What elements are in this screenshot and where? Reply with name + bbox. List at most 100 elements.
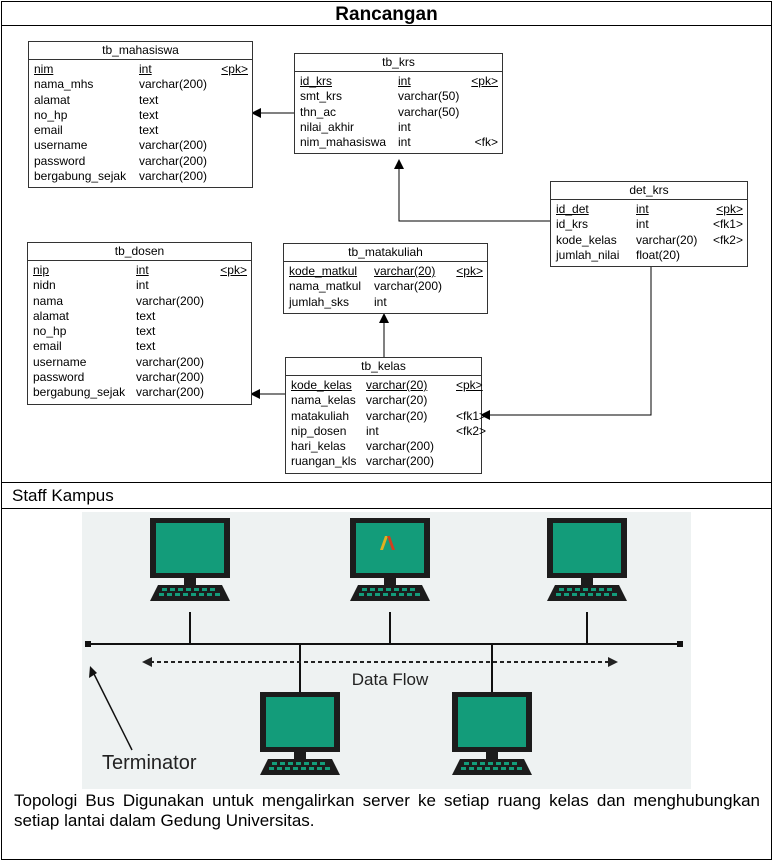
column-name: ruangan_kls: [291, 454, 357, 469]
column-type: text: [139, 92, 159, 107]
column-key: [456, 454, 477, 469]
table-header: tb_krs: [295, 54, 502, 72]
column-key: <pk>: [471, 74, 498, 88]
column-type: text: [136, 339, 156, 354]
column-type: text: [136, 308, 156, 323]
relation-detkrs-kelas: [480, 266, 652, 420]
column-name: no_hp: [33, 324, 67, 339]
column-name: smt_krs: [300, 89, 342, 104]
column-name: id_krs: [300, 74, 333, 88]
column-type: int: [374, 294, 387, 309]
section-title: Rancangan: [335, 4, 438, 25]
column-key: <fk1>: [712, 217, 743, 232]
column-name: kode_matkul: [289, 264, 358, 278]
column-type: varchar(200): [136, 354, 205, 369]
column-type: varchar(200): [366, 439, 435, 454]
column-name: bergabung_sejak: [33, 385, 126, 400]
column-type: varchar(200): [139, 77, 208, 92]
column-name: alamat: [34, 92, 71, 107]
column-type: varchar(20): [366, 393, 428, 408]
column-type: int: [398, 74, 411, 88]
terminator-label: Terminator: [102, 752, 197, 774]
column-key: [214, 324, 247, 339]
computer-icon: [452, 692, 532, 775]
column-name: matakuliah: [291, 408, 350, 423]
column-name: nama: [33, 293, 64, 308]
column-key: [217, 138, 248, 153]
column-type: int: [398, 135, 411, 150]
column-type: float(20): [636, 247, 681, 262]
column-key: [470, 105, 498, 120]
column-key: [214, 278, 247, 293]
column-key: [214, 385, 247, 400]
column-type: varchar(200): [366, 454, 435, 469]
column-name: alamat: [33, 308, 70, 323]
computer-icon: [547, 518, 627, 601]
table-header: det_krs: [551, 182, 747, 200]
column-type: varchar(20): [374, 264, 436, 278]
computer-icon: [150, 518, 230, 601]
column-type: varchar(200): [139, 138, 208, 153]
computer-icon: [350, 518, 430, 601]
column-name: kode_kelas: [556, 232, 617, 247]
column-key: [214, 294, 247, 309]
table-row: username varchar(200): [34, 138, 248, 153]
column-type: int: [366, 423, 379, 438]
column-name: id_det: [556, 202, 589, 216]
computer-icon: [260, 692, 340, 775]
column-type: text: [136, 324, 156, 339]
divider: [1, 25, 772, 26]
column-name: nama_kelas: [291, 393, 356, 408]
column-key: [217, 123, 248, 138]
column-name: nama_mhs: [34, 77, 94, 92]
column-key: [454, 279, 483, 294]
network-diagram: Data Flow Terminator: [85, 518, 683, 775]
column-name: nip_dosen: [291, 423, 347, 438]
column-key: <fk1>: [456, 408, 487, 423]
table-header: tb_mahasiswa: [29, 42, 252, 60]
column-key: [217, 169, 248, 184]
column-key: [456, 393, 477, 408]
column-name: username: [34, 138, 88, 153]
column-key: <fk2>: [456, 423, 487, 438]
table-header: tb_matakuliah: [284, 244, 487, 262]
column-key: [217, 93, 248, 108]
column-name: password: [34, 153, 86, 168]
column-type: varchar(20): [366, 378, 428, 392]
column-key: [217, 77, 248, 92]
caption-text: Topologi Bus Digunakan untuk mengalirkan…: [14, 791, 760, 830]
table-row: nip_dosen int <fk2>: [291, 423, 486, 439]
column-key: [214, 355, 247, 370]
app-logo-icon: [380, 536, 395, 550]
column-key: [214, 309, 247, 324]
column-key: [217, 154, 248, 169]
column-name: nim_mahasiswa: [300, 135, 387, 150]
column-key: <pk>: [221, 62, 248, 76]
column-type: int: [398, 119, 411, 134]
column-type: int: [636, 202, 649, 216]
relation-detkrs-krs: [394, 159, 550, 222]
column-name: password: [33, 370, 85, 385]
column-type: text: [139, 123, 159, 138]
